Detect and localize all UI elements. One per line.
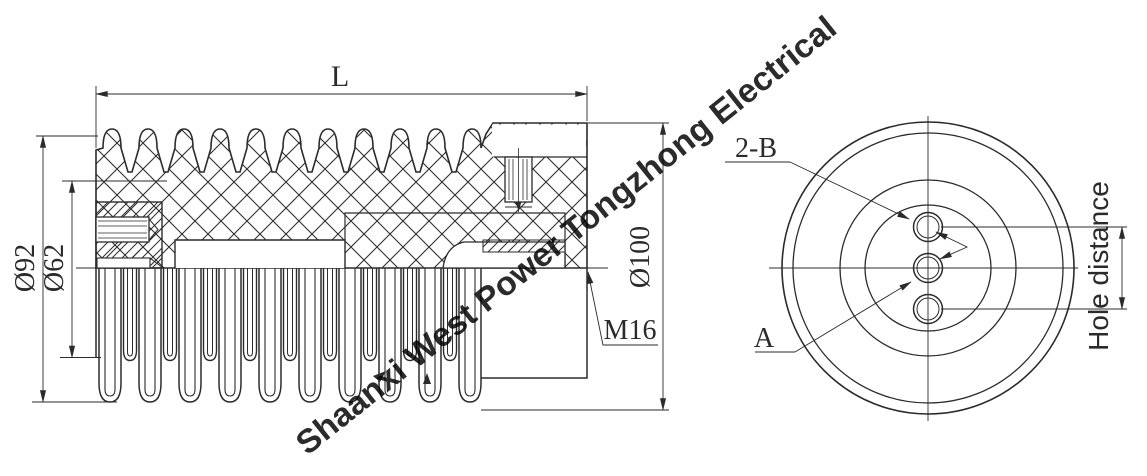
stray-arrow-mark <box>423 373 431 384</box>
outer-holes-callout <box>725 161 969 260</box>
dim-62-label: Ø62 <box>39 244 70 292</box>
outer-holes-leader <box>789 161 910 220</box>
bolt-hole-center <box>912 252 944 284</box>
center-hole-leader <box>794 281 912 353</box>
insulator-section-body <box>95 122 588 269</box>
hole-distance-dim <box>941 226 1127 310</box>
bolt-hole-center-thread <box>916 256 940 280</box>
central-cavity <box>174 239 346 268</box>
dim-diameter-92 <box>32 135 117 403</box>
center-hole-callout <box>755 281 912 353</box>
housing-hole-thread-lines <box>508 159 528 200</box>
side-view: L Ø92 Ø62 Ø100 M16 <box>10 60 669 411</box>
short-sheds-inner <box>127 268 453 357</box>
thread-callout <box>587 271 658 346</box>
end-view: Hole distance 2-B A <box>725 116 1127 421</box>
housing-thread-hole <box>504 148 533 212</box>
center-hole-label: A <box>754 323 775 354</box>
outer-holes-zigzag <box>935 231 969 260</box>
hole-distance-label: Hole distance <box>1083 181 1114 351</box>
dim-diameter-100 <box>481 122 669 411</box>
fitting-thread-lines <box>98 220 147 239</box>
dim-92-label: Ø92 <box>10 244 41 292</box>
thread-leader <box>587 271 658 346</box>
short-sheds-outer <box>122 268 458 362</box>
dim-100-label: Ø100 <box>625 226 656 288</box>
dim-length <box>95 86 588 148</box>
fitting-thread-cone <box>148 218 159 241</box>
outer-holes-label: 2-B <box>735 133 777 164</box>
bolt-hole-bottom-thread <box>916 297 940 321</box>
lower-sheds <box>60 268 588 403</box>
dim-length-label: L <box>331 60 349 93</box>
fitting-step <box>96 257 151 269</box>
long-sheds-inner <box>104 268 476 397</box>
housing-hole-arrow <box>515 202 522 211</box>
fitting-step-slant <box>149 257 164 269</box>
left-end-fitting <box>95 201 164 269</box>
thread-label: M16 <box>604 315 657 346</box>
gasket-strip <box>482 239 566 253</box>
housing-top-band <box>492 124 586 157</box>
lower-right-cylinder <box>481 268 588 379</box>
bolt-hole-top-thread <box>916 215 940 239</box>
stray-arrow-mark <box>373 371 386 382</box>
